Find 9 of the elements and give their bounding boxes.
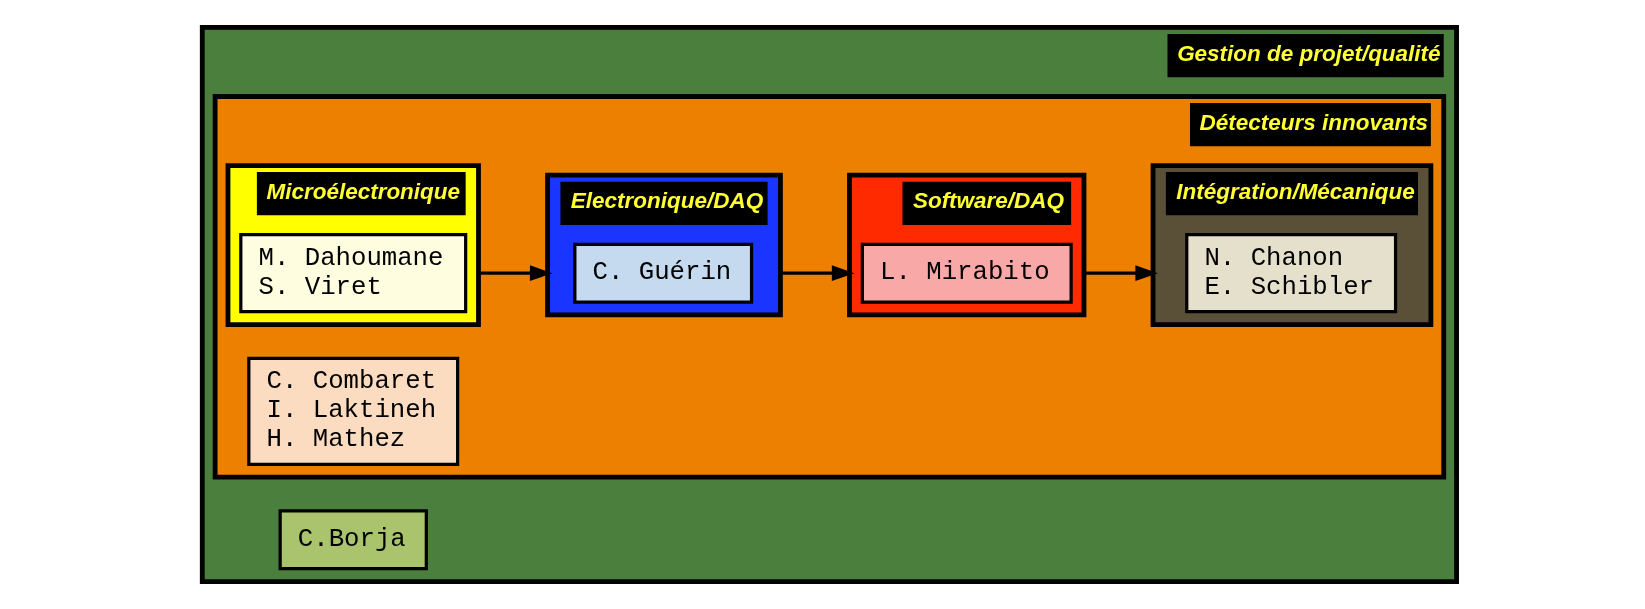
node-box: C.Borja xyxy=(278,509,428,571)
arrow xyxy=(478,265,552,282)
arrow xyxy=(779,265,854,282)
node-box: M. Dahoumane S. Viret xyxy=(238,233,467,314)
node-box: C. Guérin xyxy=(572,242,753,304)
node-box: C. Combaret I. Laktineh H. Mathez xyxy=(246,356,459,466)
arrow xyxy=(1083,265,1158,282)
node-box: L. Mirabito xyxy=(860,242,1073,304)
node-box: N. Chanon E. Schibler xyxy=(1184,233,1397,314)
